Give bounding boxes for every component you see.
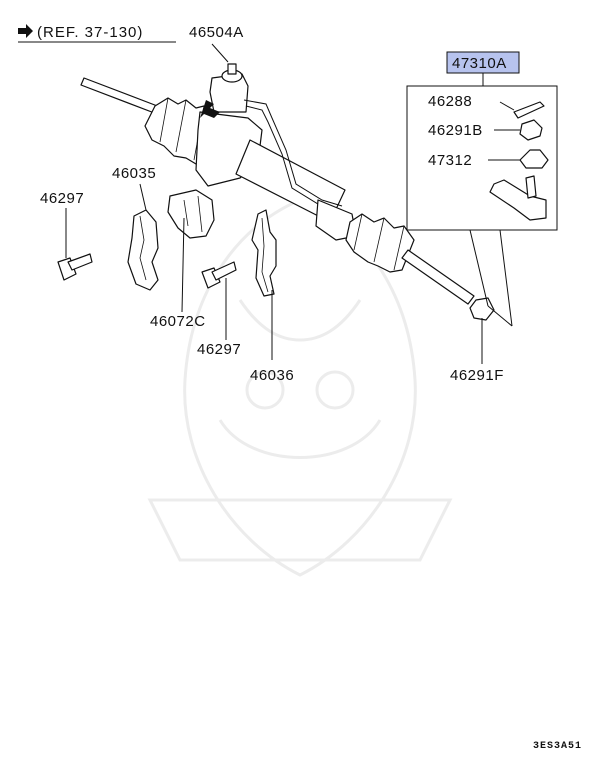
label-46036[interactable]: 46036 [250, 367, 294, 384]
label-46297-left[interactable]: 46297 [40, 190, 84, 207]
arrow-right-icon [18, 24, 33, 38]
bracket-46036[interactable] [251, 209, 277, 297]
diagram-code: 3ES3A51 [533, 741, 582, 752]
direction-arrow-icon [200, 100, 220, 118]
label-46072C[interactable]: 46072C [150, 313, 206, 330]
castle-nut-46291b[interactable] [519, 119, 543, 141]
dust-boot-47312[interactable] [519, 149, 549, 169]
label-46291B[interactable]: 46291B [428, 122, 483, 139]
reference-text: (REF. 37-130) [37, 24, 143, 41]
watermark-emblem [147, 198, 453, 577]
label-46297-middle[interactable]: 46297 [197, 341, 241, 358]
bolt-46297-middle[interactable] [201, 261, 237, 289]
label-46291F[interactable]: 46291F [450, 367, 504, 384]
label-47310A[interactable]: 47310A [452, 55, 507, 72]
tie-rod-end-kit[interactable]: 47310A [406, 51, 558, 327]
bracket-46035[interactable] [127, 209, 159, 291]
label-46288[interactable]: 46288 [428, 93, 472, 110]
steering-rack-assembly[interactable] [80, 63, 495, 321]
tie-rod-end[interactable] [489, 179, 547, 221]
label-46035[interactable]: 46035 [112, 165, 156, 182]
insulator-46072c[interactable] [167, 189, 215, 239]
bolt-46297-left[interactable] [57, 253, 93, 281]
cotter-pin-46288[interactable] [513, 101, 545, 119]
label-46504A[interactable]: 46504A [189, 24, 244, 41]
reference-link[interactable]: (REF. 37-130) [18, 24, 176, 43]
kit-box [406, 85, 558, 231]
label-47312[interactable]: 47312 [428, 152, 472, 169]
